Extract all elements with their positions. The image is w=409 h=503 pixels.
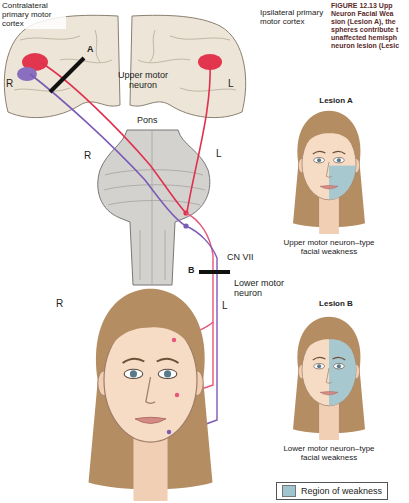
lesion-marker: B	[188, 265, 195, 275]
region-label: Contralateral primary motor cortex	[2, 1, 66, 29]
structure-label: Pons	[137, 115, 158, 125]
side-label: L	[216, 148, 222, 160]
side-label: L	[228, 78, 234, 90]
nerve-label: CN VII	[227, 252, 254, 262]
legend-box: Region of weakness	[276, 482, 388, 500]
pathway-label: Lower motor neuron	[234, 278, 290, 299]
lesion-marker: A	[87, 44, 94, 54]
side-label: R	[84, 150, 91, 162]
figure-caption: FIGURE 12.13 Upp Neuron Facial Wea sion …	[331, 2, 407, 50]
panel-caption: Upper motor neuron–type facial weakness	[279, 238, 379, 256]
side-label: R	[56, 298, 63, 310]
side-label: L	[222, 300, 228, 312]
side-label: R	[6, 78, 13, 90]
panel-caption: Lower motor neuron–type facial weakness	[279, 444, 379, 462]
legend-swatch	[282, 485, 296, 497]
region-label: Ipsilateral primary motor cortex	[260, 8, 326, 26]
panel-heading: Lesion B	[306, 299, 366, 308]
panel-heading: Lesion A	[306, 96, 366, 105]
legend-text: Region of weakness	[301, 486, 382, 496]
pathway-label: Upper motor neuron	[112, 70, 174, 91]
